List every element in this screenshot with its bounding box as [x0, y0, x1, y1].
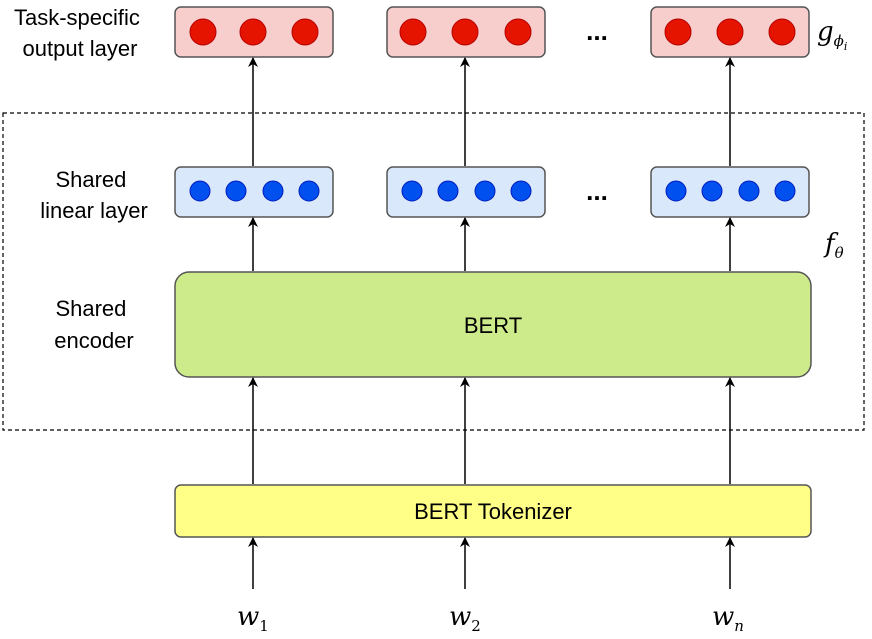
linear-node-11	[738, 180, 760, 202]
bert-encoder-box	[174, 271, 812, 378]
linear-node-5	[401, 180, 423, 202]
shared-encoder-label-line-1: Shared	[55, 296, 126, 321]
task-specific-label: Task-specific output layer	[14, 5, 146, 61]
linear-node-6	[437, 180, 459, 202]
task-specific-label-line-2: output layer	[23, 36, 138, 61]
shared-linear-label-line-2: linear layer	[40, 198, 148, 223]
shared-linear-label: Shared linear layer	[40, 167, 148, 223]
f-theta-symbol: fθ	[823, 229, 844, 262]
output-node-5	[451, 18, 479, 46]
input-wn-sub: n	[734, 617, 744, 635]
input-w1-sub: 1	[259, 617, 269, 635]
output-node-3	[291, 18, 319, 46]
shared-region-box	[2, 112, 865, 431]
linear-node-2	[225, 180, 247, 202]
tokenizer-box	[174, 484, 812, 538]
tokenizer-label: BERT Tokenizer	[414, 499, 572, 524]
output-node-1	[189, 18, 217, 46]
g-main: g	[817, 17, 834, 47]
input-w1-main: w	[237, 602, 259, 632]
linear-node-10	[701, 180, 723, 202]
input-wn-main: w	[712, 602, 734, 632]
linear-node-7	[474, 180, 496, 202]
input-w2: w2	[449, 602, 481, 635]
input-w1: w1	[237, 602, 269, 635]
g-subsub: i	[844, 40, 848, 53]
output-ellipsis: ...	[586, 16, 608, 46]
linear-node-1	[189, 180, 211, 202]
output-node-7	[664, 18, 692, 46]
input-w2-sub: 2	[471, 617, 481, 635]
shared-encoder-label: Shared encoder	[54, 296, 134, 353]
linear-node-12	[774, 180, 796, 202]
g-sub: ϕ	[834, 32, 844, 50]
task-specific-label-line-1: Task-specific	[14, 5, 140, 30]
input-w2-main: w	[449, 602, 471, 632]
output-node-6	[504, 18, 532, 46]
output-node-4	[399, 18, 427, 46]
output-node-2	[239, 18, 267, 46]
output-node-8	[716, 18, 744, 46]
input-wn: wn	[712, 602, 744, 635]
linear-node-8	[510, 180, 532, 202]
linear-node-9	[665, 180, 687, 202]
f-sub: θ	[835, 244, 844, 262]
shared-encoder-label-line-2: encoder	[54, 328, 134, 353]
output-node-9	[768, 18, 796, 46]
shared-linear-label-line-1: Shared	[55, 167, 126, 192]
output-nodes	[189, 18, 796, 46]
linear-ellipsis: ...	[586, 176, 608, 206]
g-phi-i-symbol: gϕi	[817, 17, 847, 53]
linear-nodes	[189, 180, 796, 202]
bert-encoder-label: BERT	[464, 313, 522, 338]
linear-node-4	[298, 180, 320, 202]
linear-node-3	[262, 180, 284, 202]
